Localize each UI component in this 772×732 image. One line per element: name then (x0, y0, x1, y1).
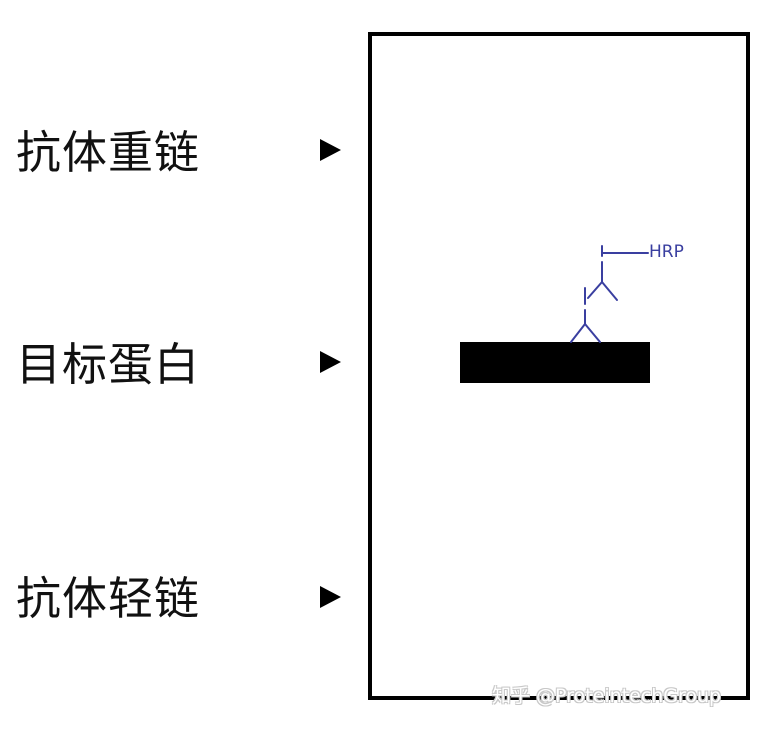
primary-antibody-icon (570, 287, 601, 343)
target-protein-arrow-icon (320, 351, 341, 373)
secondary-antibody-icon (587, 245, 618, 301)
watermark: 知乎 @ProteintechGroup (492, 685, 722, 707)
antibody-diagram (570, 245, 649, 343)
light-chain-arrow-icon (320, 586, 341, 608)
hrp-label: HRP (649, 242, 684, 262)
target-protein-band (460, 342, 650, 383)
heavy-chain-arrow-icon (320, 139, 341, 161)
label-heavy-chain: 抗体重链 (16, 126, 201, 179)
label-light-chain: 抗体轻链 (16, 572, 201, 625)
label-target-protein: 目标蛋白 (16, 338, 201, 391)
